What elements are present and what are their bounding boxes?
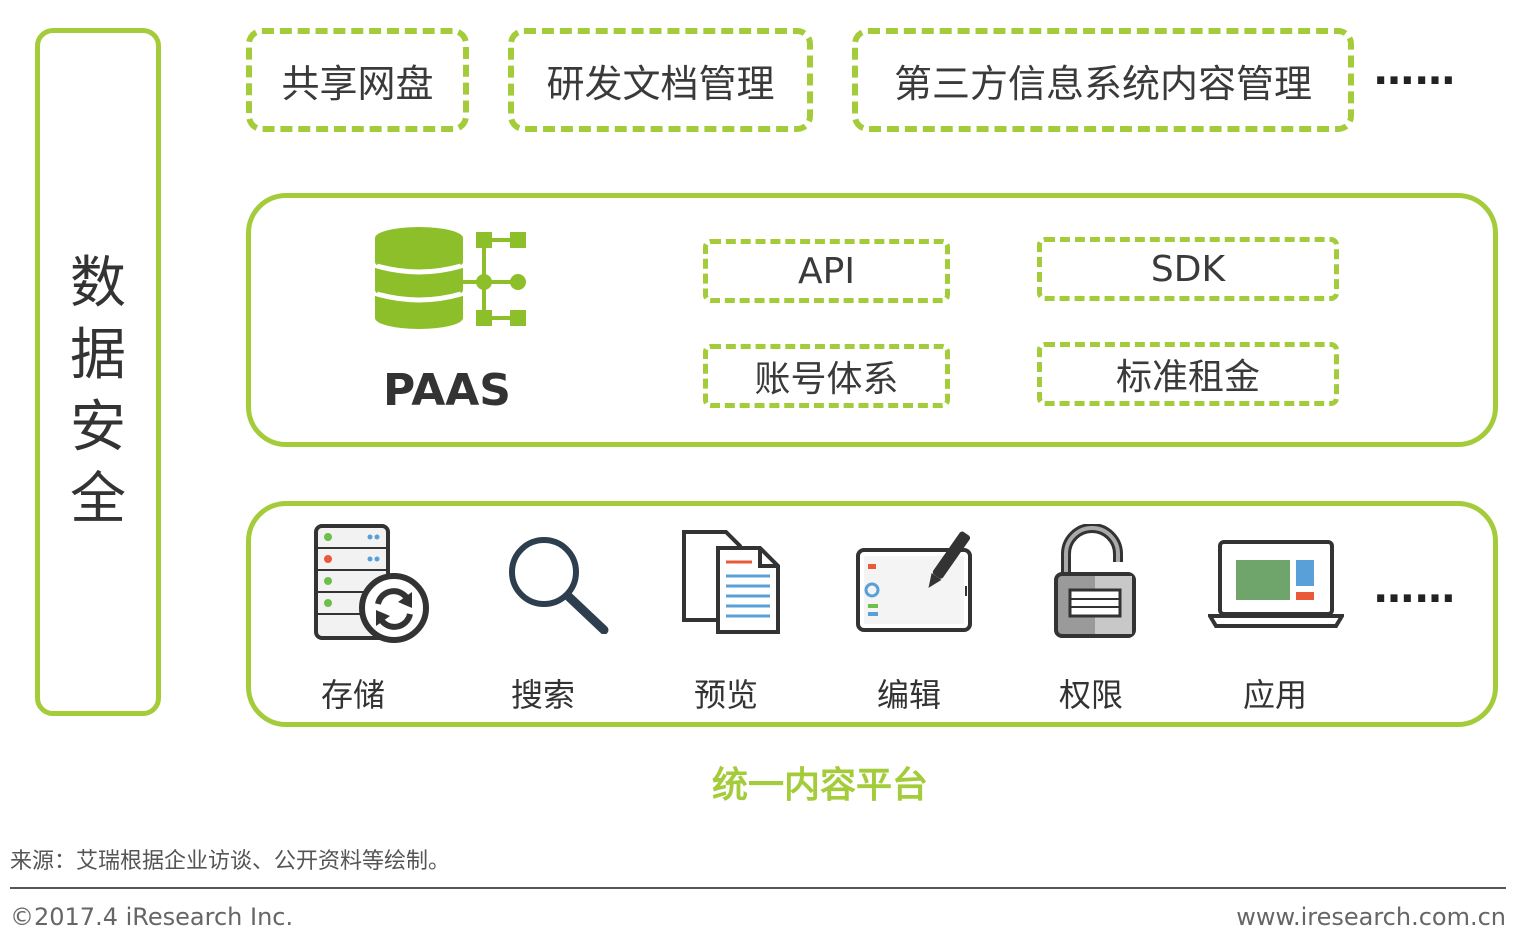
data-security-label: 数 据 安 全 [70,251,126,532]
function-label-preview: 预览 [693,676,758,714]
top-more-ellipsis: …… [1374,48,1456,94]
paas-item-sdk: SDK [1037,237,1339,301]
padlock-icon [1054,524,1136,638]
paas-label: PAAS [382,365,511,416]
laptop-app-icon [1208,540,1344,628]
storage-sync-icon [314,524,429,643]
database-network-icon [375,227,526,329]
functions-panel [246,501,1498,727]
search-icon [509,537,609,634]
function-label-application: 应用 [1242,676,1307,714]
functions-more-ellipsis: …… [1374,566,1456,612]
tablet-pen-edit-icon [856,531,972,632]
paas-item-standard-rent: 标准租金 [1037,342,1339,406]
unified-content-platform-caption: 统一内容平台 [711,765,928,806]
paas-item-account-system: 账号体系 [703,344,950,408]
paas-panel [246,193,1498,447]
paas-item-api: API [703,239,950,303]
source-note: 来源：艾瑞根据企业访谈、公开资料等绘制。 [10,849,451,874]
copyright: ©2017.4 iResearch Inc. [10,903,294,931]
app-box-rd-docs: 研发文档管理 [508,28,813,132]
function-label-permission: 权限 [1058,676,1123,714]
app-box-third-party: 第三方信息系统内容管理 [852,28,1354,132]
data-security-bar: 数 据 安 全 [35,28,161,716]
document-preview-icon [682,530,780,634]
app-box-shared-drive: 共享网盘 [246,28,469,132]
function-label-edit: 编辑 [876,676,941,714]
function-label-storage: 存储 [320,676,385,714]
function-label-search: 搜索 [510,676,575,714]
website-url: www.iresearch.com.cn [1236,903,1506,931]
footer-divider [10,887,1506,889]
